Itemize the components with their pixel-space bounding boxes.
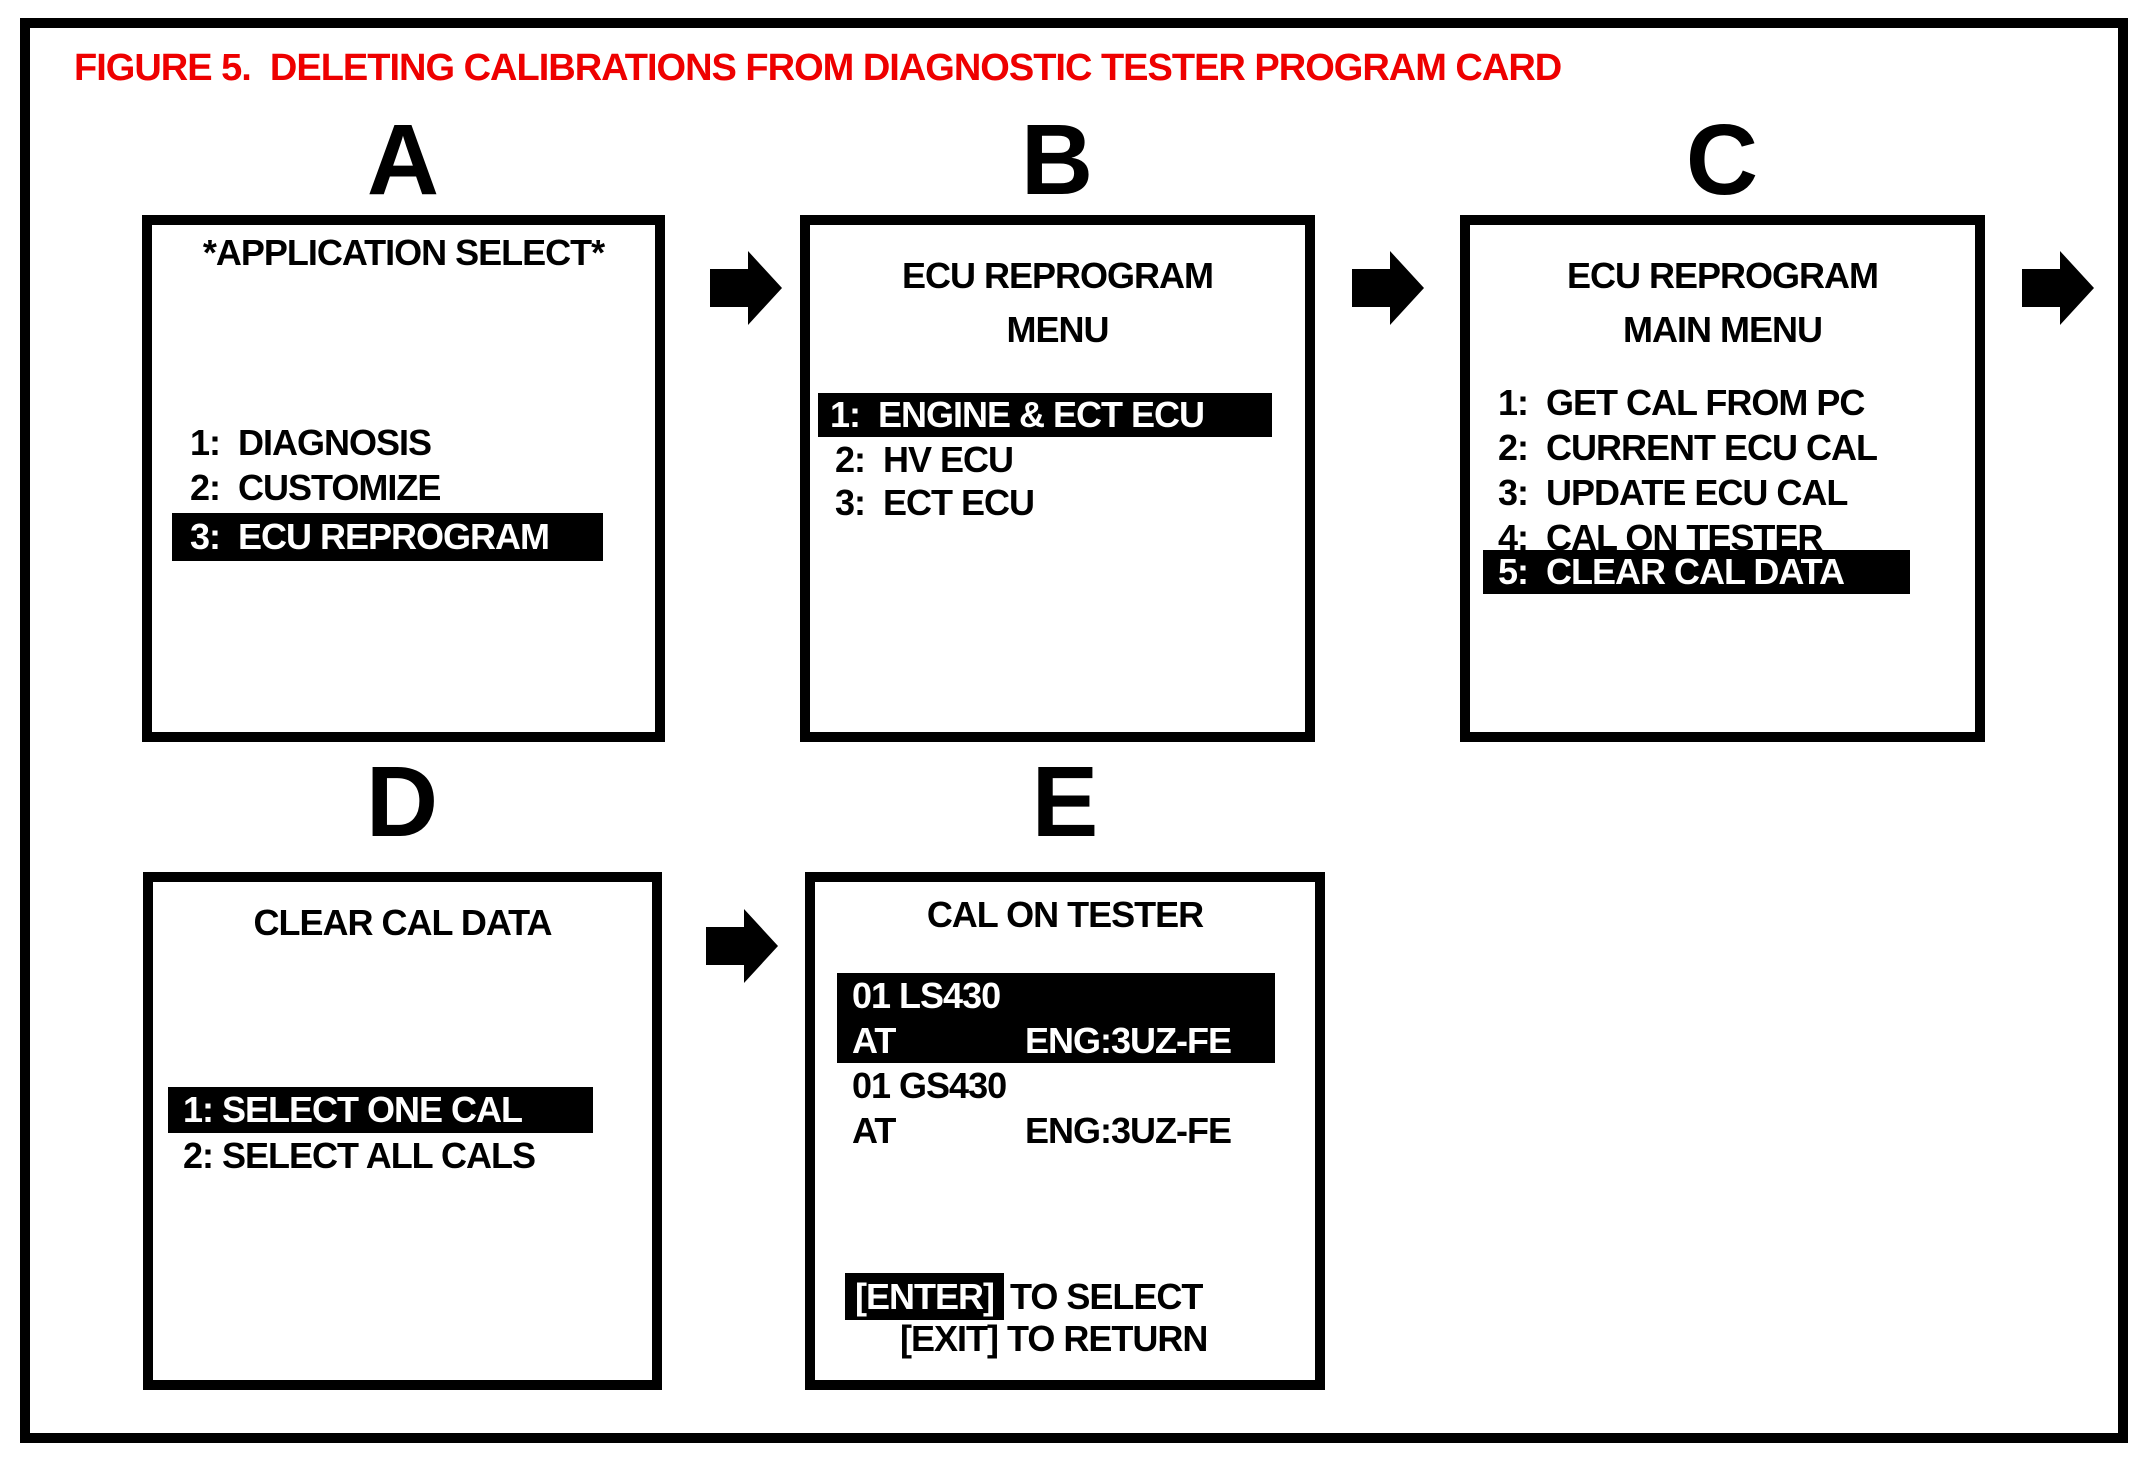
- flow-arrow-icon: [1352, 251, 1424, 325]
- cal-entry-trans: AT: [852, 1110, 896, 1151]
- menu-item-highlighted: 1: ENGINE & ECT ECU: [818, 393, 1272, 437]
- menu-item: 2: CURRENT ECU CAL: [1498, 427, 1878, 468]
- screen-b-ecu-reprogram-menu: ECU REPROGRAM MENU 1: ENGINE & ECT ECU 2…: [800, 215, 1315, 742]
- enter-action-label: TO SELECT: [1010, 1275, 1203, 1317]
- flow-arrow-icon: [706, 909, 778, 983]
- cal-entry-model: 01 GS430: [852, 1065, 1007, 1106]
- menu-item-highlighted: 3: ECU REPROGRAM: [172, 513, 603, 561]
- menu-item: 3: ECT ECU: [835, 482, 1035, 523]
- screen-c-ecu-reprogram-main-menu: ECU REPROGRAM MAIN MENU 1: GET CAL FROM …: [1460, 215, 1985, 742]
- screen-title-line2: MAIN MENU: [1623, 309, 1823, 350]
- menu-item: 1: DIAGNOSIS: [190, 422, 432, 463]
- screen-title-line2: MENU: [1006, 309, 1110, 350]
- screen-title: CAL ON TESTER: [926, 894, 1204, 935]
- screen-a-application-select: *APPLICATION SELECT* 1: DIAGNOSIS 2: CUS…: [142, 215, 665, 742]
- cal-entry-model: 01 LS430: [852, 975, 1001, 1016]
- screen-d-clear-cal-data: CLEAR CAL DATA 1: SELECT ONE CAL 2: SELE…: [143, 872, 662, 1390]
- cal-entry-highlighted: 01 LS430 AT ENG:3UZ-FE: [837, 973, 1275, 1063]
- menu-item-highlighted: 5: CLEAR CAL DATA: [1483, 550, 1910, 594]
- enter-key-label: [ENTER]: [845, 1273, 1004, 1320]
- screen-e-cal-on-tester: CAL ON TESTER 01 LS430 AT ENG:3UZ-FE 01 …: [805, 872, 1325, 1390]
- step-label-e: E: [1031, 746, 1099, 858]
- menu-item: 3: UPDATE ECU CAL: [1498, 472, 1848, 513]
- step-label-c: C: [1685, 104, 1759, 216]
- menu-item: 2: HV ECU: [835, 439, 1014, 480]
- menu-item: 2: SELECT ALL CALS: [183, 1135, 536, 1176]
- cal-entry-engine: ENG:3UZ-FE: [1025, 1020, 1232, 1061]
- flow-arrow-icon: [710, 251, 782, 325]
- screen-title: *APPLICATION SELECT*: [202, 232, 605, 273]
- step-label-b: B: [1020, 104, 1094, 216]
- screen-title-line1: ECU REPROGRAM: [1566, 255, 1879, 296]
- step-label-d: D: [365, 746, 439, 858]
- step-label-a: A: [366, 104, 440, 216]
- menu-item: 2: CUSTOMIZE: [190, 467, 441, 508]
- menu-item: 1: GET CAL FROM PC: [1498, 382, 1865, 423]
- flow-arrow-icon: [2022, 251, 2094, 325]
- menu-item-highlighted: 1: SELECT ONE CAL: [168, 1087, 593, 1133]
- figure-title: FIGURE 5. DELETING CALIBRATIONS FROM DIA…: [74, 47, 1562, 89]
- footer-exit-hint: [EXIT] TO RETURN: [900, 1318, 1208, 1359]
- cal-entry-trans: AT: [852, 1020, 896, 1061]
- footer-enter-hint: [ENTER] TO SELECT: [845, 1273, 1203, 1320]
- screen-title: CLEAR CAL DATA: [253, 902, 553, 943]
- screen-title-line1: ECU REPROGRAM: [901, 255, 1214, 296]
- cal-entry-engine: ENG:3UZ-FE: [1025, 1110, 1232, 1151]
